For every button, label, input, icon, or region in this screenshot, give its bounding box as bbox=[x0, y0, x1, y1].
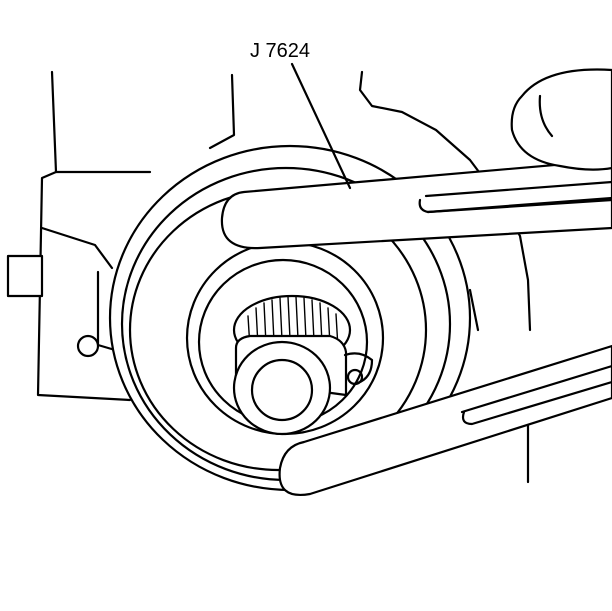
retaining-clip bbox=[343, 352, 374, 386]
callout-leader bbox=[290, 62, 352, 190]
side-stub bbox=[6, 254, 44, 298]
callout-label-j7624: J 7624 bbox=[250, 40, 310, 62]
hand-grip bbox=[510, 68, 612, 171]
tool-upper-arm bbox=[220, 158, 612, 250]
splined-shaft bbox=[232, 294, 352, 436]
mounting-hole bbox=[76, 334, 100, 358]
tool-lower-arm bbox=[278, 344, 612, 497]
